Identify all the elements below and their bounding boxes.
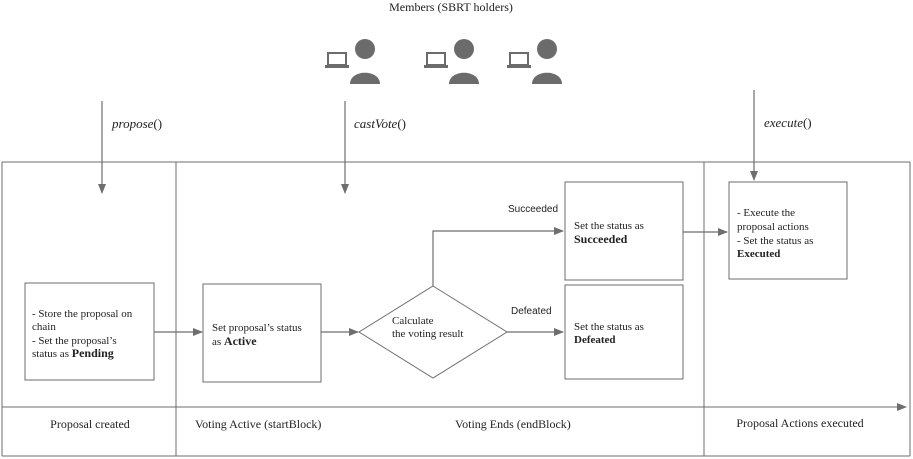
user-at-laptop-icon [324, 38, 381, 85]
svg-text:chain: chain [32, 321, 56, 333]
svg-text:Calculate: Calculate [392, 315, 434, 327]
svg-text:Succeeded: Succeeded [574, 232, 628, 246]
svg-text:Set proposal’s status: Set proposal’s status [212, 322, 302, 334]
svg-text:- Store the proposal on: - Store the proposal on [32, 308, 133, 320]
execute-box: - Execute the proposal actions - Set the… [728, 181, 848, 280]
phase-label-actions-executed: Proposal Actions executed [736, 416, 863, 430]
set-active-box: Set proposal’s status as Active [202, 283, 322, 383]
svg-text:Executed: Executed [737, 248, 780, 260]
svg-text:Set the status as: Set the status as [574, 220, 644, 232]
defeated-box: Set the status as Defeated [564, 284, 684, 380]
lifecycle-frame [1, 161, 911, 457]
execute-call-label: execute() [764, 115, 812, 130]
svg-text:as Active: as Active [212, 334, 257, 348]
user-at-laptop-icon [423, 38, 480, 85]
member-icons [324, 38, 563, 85]
defeated-branch-label: Defeated [511, 306, 552, 317]
phase-label-proposal-created: Proposal created [50, 417, 130, 431]
svg-text:proposal actions: proposal actions [737, 221, 809, 233]
succeeded-branch-label: Succeeded [508, 204, 558, 215]
svg-text:- Set the proposal’s: - Set the proposal’s [32, 335, 117, 347]
svg-text:status as Pending: status as Pending [32, 346, 114, 360]
cast-vote-call-label: castVote() [354, 116, 406, 131]
phase-label-voting-active: Voting Active (startBlock) [195, 417, 321, 431]
diagram-title: Members (SBRT holders) [389, 0, 513, 14]
propose-call-label: propose() [111, 116, 162, 131]
svg-text:Defeated: Defeated [574, 334, 616, 346]
svg-text:- Set the status as: - Set the status as [737, 235, 813, 247]
svg-text:Set the status as: Set the status as [574, 321, 644, 333]
phase-label-voting-ends: Voting Ends (endBlock) [455, 417, 571, 431]
user-at-laptop-icon [506, 38, 563, 85]
svg-text:- Execute the: - Execute the [737, 207, 795, 219]
succeeded-box: Set the status as Succeeded [564, 181, 684, 281]
calculate-result-decision: Calculate the voting result [358, 285, 508, 379]
calculate-to-succeeded-arrow [432, 227, 564, 286]
svg-text:the voting result: the voting result [392, 328, 464, 340]
store-proposal-box: - Store the proposal on chain - Set the … [24, 282, 155, 381]
